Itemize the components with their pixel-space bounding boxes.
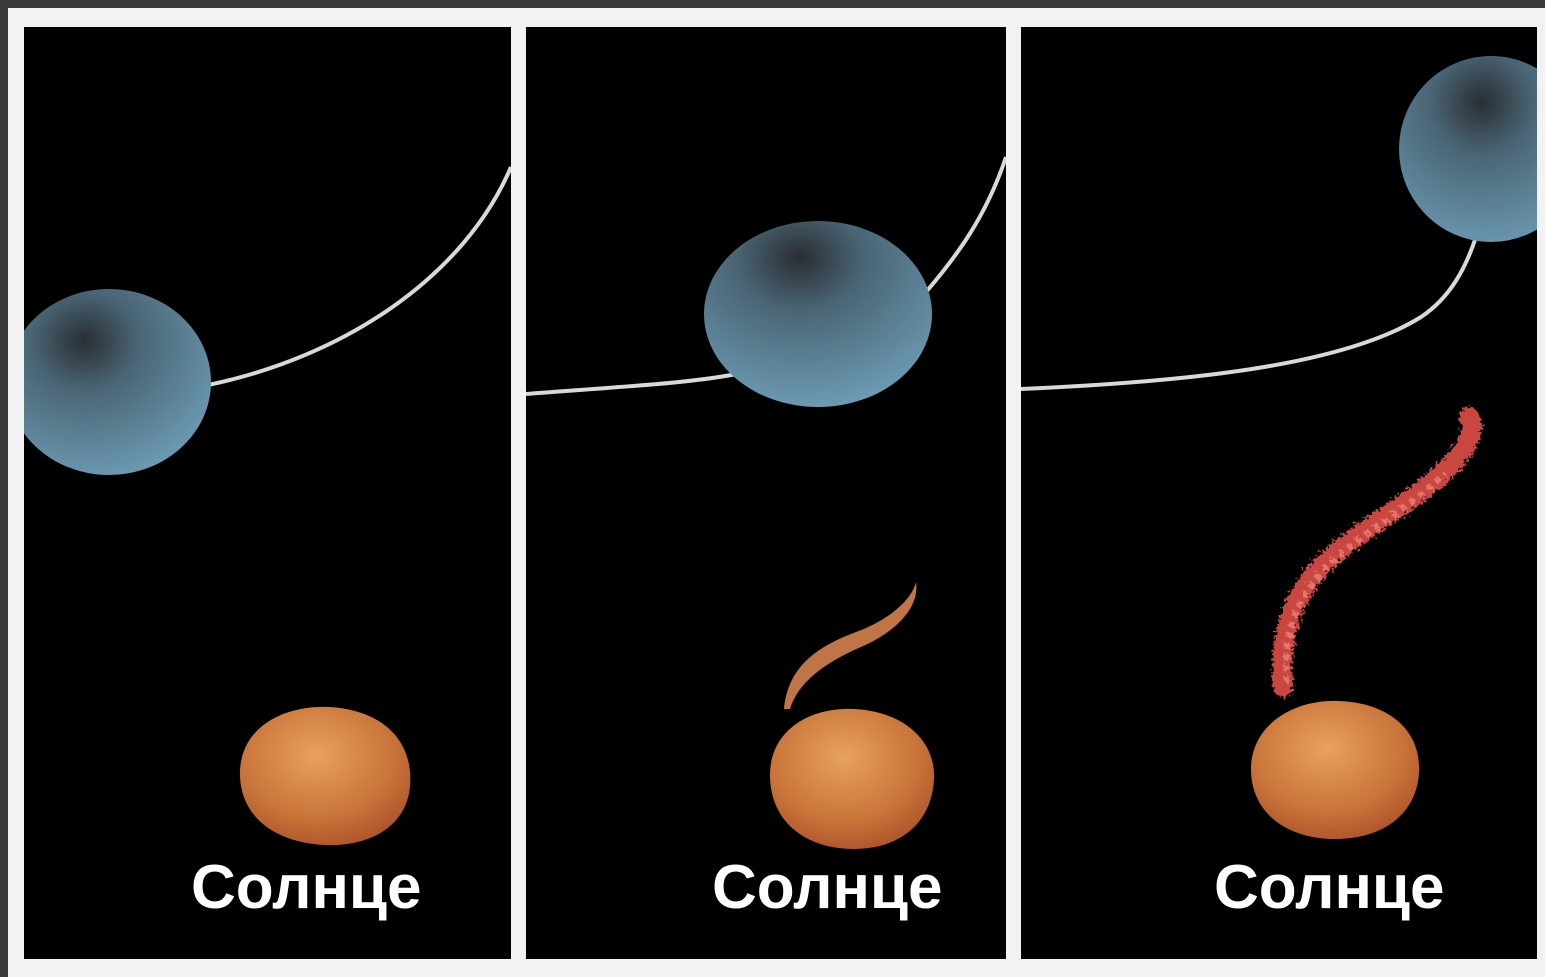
panel-3-graphics <box>1021 27 1537 959</box>
sun <box>1251 701 1419 839</box>
orbit-line <box>208 167 511 385</box>
panel-1: Солнце <box>24 27 511 959</box>
sun-label: Солнце <box>1214 857 1445 919</box>
prominence <box>1282 417 1472 687</box>
prominence <box>784 582 916 709</box>
panel-2: Солнце <box>526 27 1006 959</box>
sun <box>240 707 410 845</box>
planet <box>24 289 211 475</box>
panel-3: Солнце <box>1021 27 1537 959</box>
panel-2-graphics <box>526 27 1006 959</box>
sun-label: Солнце <box>191 857 422 919</box>
sun-label: Солнце <box>712 857 943 919</box>
planet <box>704 221 932 407</box>
planet <box>1399 56 1537 242</box>
sun <box>770 709 934 849</box>
panel-1-graphics <box>24 27 511 959</box>
orbit-line <box>526 373 741 394</box>
orbit-line-upper <box>926 157 1006 292</box>
orbit-line <box>1021 237 1476 389</box>
